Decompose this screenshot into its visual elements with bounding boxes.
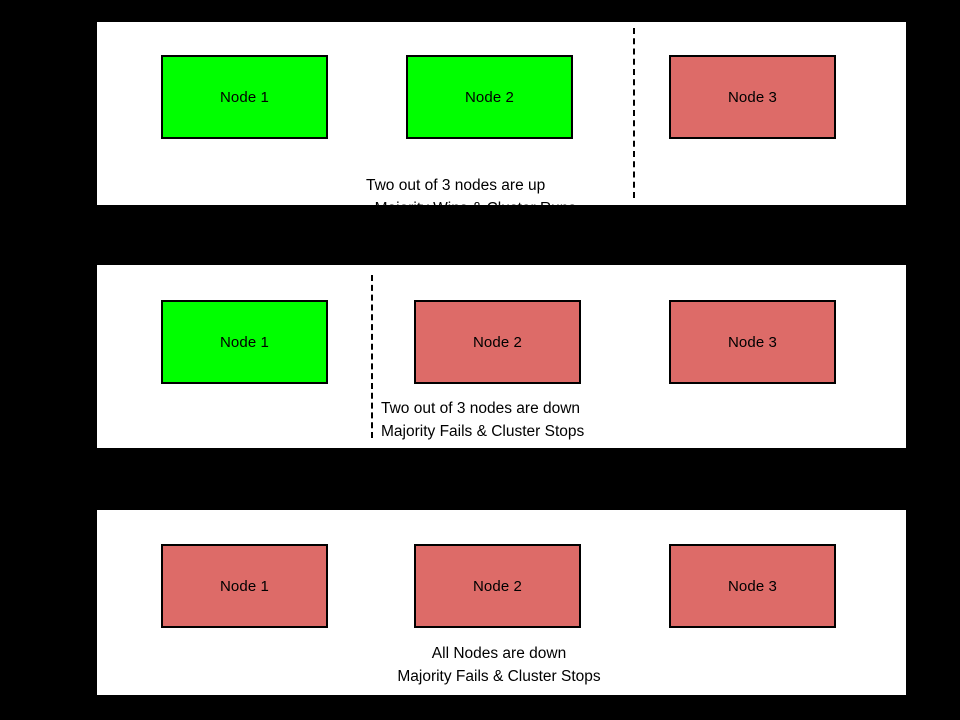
- scenario-caption: All Nodes are down Majority Fails & Clus…: [279, 642, 719, 688]
- node-label: Node 3: [728, 88, 777, 106]
- node-box-3[interactable]: Node 3: [669, 544, 836, 628]
- node-box-2[interactable]: Node 2: [406, 55, 573, 139]
- node-box-2[interactable]: Node 2: [414, 300, 581, 384]
- node-label: Node 1: [220, 88, 269, 106]
- node-label: Node 2: [473, 333, 522, 351]
- caption-line-2: Majority Fails & Cluster Stops: [397, 668, 601, 685]
- caption-line-1: Two out of 3 nodes are up: [366, 177, 546, 194]
- node-box-1[interactable]: Node 1: [161, 300, 328, 384]
- node-label: Node 2: [473, 577, 522, 595]
- scenario-panel-all-down: Node 1 Node 2 Node 3 All Nodes are down …: [97, 510, 906, 695]
- node-label: Node 1: [220, 333, 269, 351]
- scenario-caption: Two out of 3 nodes are up , Majority Win…: [366, 174, 786, 220]
- caption-line-1: Two out of 3 nodes are down: [381, 400, 581, 417]
- node-box-3[interactable]: Node 3: [669, 300, 836, 384]
- scenario-panel-two-up-one-down: Node 1 Node 2 Node 3 Two out of 3 nodes …: [97, 22, 906, 217]
- node-label: Node 1: [220, 577, 269, 595]
- caption-line-2: , Majority Wins & Cluster Runs: [366, 200, 577, 217]
- node-label: Node 2: [465, 88, 514, 106]
- scenario-panel-one-up-two-down: Node 1 Node 2 Node 3 Two out of 3 nodes …: [97, 265, 906, 448]
- node-box-3[interactable]: Node 3: [669, 55, 836, 139]
- node-box-1[interactable]: Node 1: [161, 544, 328, 628]
- network-partition-line: [371, 275, 373, 438]
- network-partition-line: [633, 28, 635, 198]
- node-box-1[interactable]: Node 1: [161, 55, 328, 139]
- scenario-caption: Two out of 3 nodes are down Majority Fai…: [381, 397, 801, 443]
- caption-line-1: All Nodes are down: [431, 645, 567, 662]
- node-label: Node 3: [728, 333, 777, 351]
- node-box-2[interactable]: Node 2: [414, 544, 581, 628]
- caption-line-2: Majority Fails & Cluster Stops: [381, 423, 585, 440]
- node-label: Node 3: [728, 577, 777, 595]
